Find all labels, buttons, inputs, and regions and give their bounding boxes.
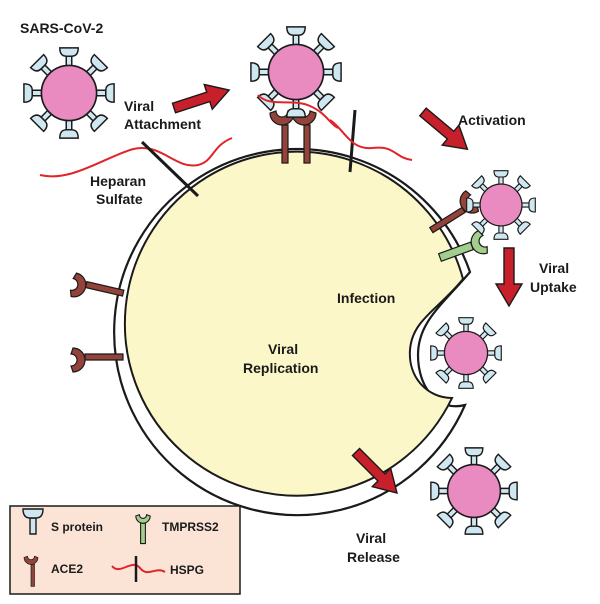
arrow-activation — [413, 101, 477, 160]
attachment-label-line2: Attachment — [124, 116, 201, 132]
attachment-label-line1: Viral — [124, 98, 154, 114]
release-label-line2: Release — [347, 549, 400, 565]
legend-hspg-icon — [111, 556, 166, 582]
legend-tmprss2-label: TMPRSS2 — [162, 520, 219, 534]
virus-free — [24, 48, 114, 138]
title-label: SARS-CoV-2 — [20, 20, 103, 36]
infection-label: Infection — [337, 290, 395, 306]
virus-uptake — [431, 318, 502, 389]
tmprss2-protease — [437, 229, 488, 263]
activation-label: Activation — [458, 112, 526, 128]
uptake-label-line2: Uptake — [530, 279, 577, 295]
heparan-sulfate-chain-right — [329, 119, 413, 161]
heparan-label-line2: Sulfate — [96, 191, 143, 207]
hspg-stalk-left — [140, 140, 200, 198]
legend-ace2-label: ACE2 — [51, 562, 83, 576]
virus-activated — [467, 171, 536, 240]
legend: S protein TMPRSS2 ACE2 HSPG — [9, 505, 241, 595]
arrow-attachment — [169, 77, 234, 122]
legend-s-protein-label: S protein — [51, 520, 103, 534]
uptake-label-line1: Viral — [539, 260, 569, 276]
legend-s-protein-icon — [22, 508, 44, 535]
heparan-label-line1: Heparan — [90, 173, 146, 189]
heparan-sulfate-chain-left — [39, 137, 233, 178]
arrow-uptake — [495, 247, 523, 307]
virus-released — [431, 448, 517, 534]
heparan-sulfate-on-virus — [257, 94, 339, 129]
replication-label-line1: Viral — [268, 341, 298, 357]
cell-body — [123, 150, 465, 497]
replication-label-line2: Replication — [243, 360, 318, 376]
legend-tmprss2-icon — [135, 514, 151, 545]
release-label-line1: Viral — [356, 530, 386, 546]
legend-hspg-label: HSPG — [170, 563, 204, 577]
